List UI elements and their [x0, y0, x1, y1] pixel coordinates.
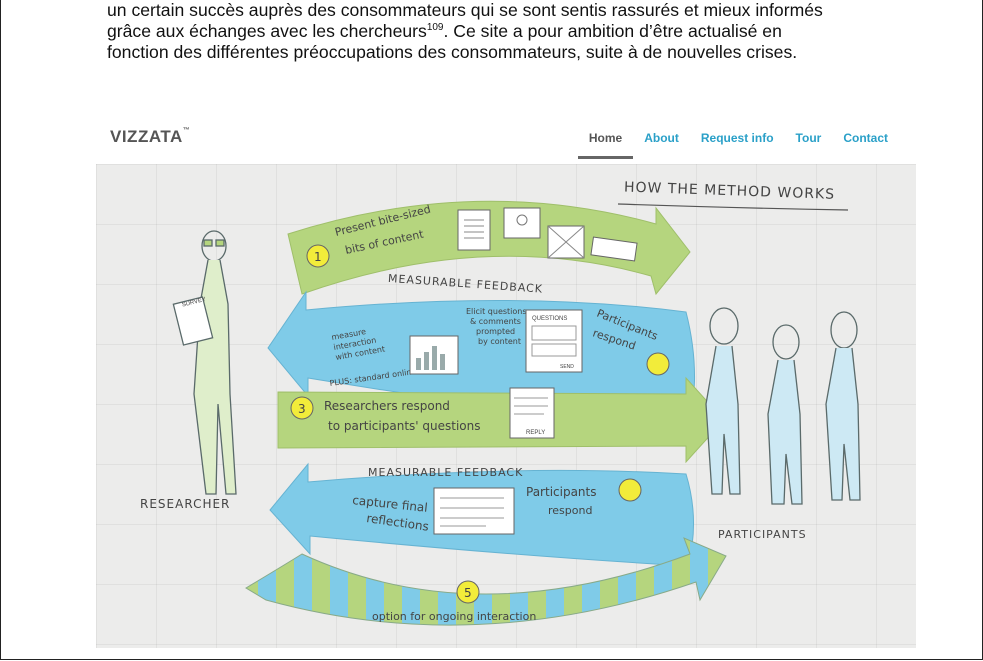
researcher-label: RESEARCHER [140, 497, 230, 511]
content-link-icon [590, 236, 638, 262]
embedded-website-screenshot: VIZZATA™ Home About Request info Tour Co… [96, 112, 916, 648]
step-3-badge [290, 396, 314, 420]
step-3-number: 3 [298, 402, 306, 416]
elicit-text-2: & comments [470, 317, 521, 326]
heading-underline [617, 203, 849, 211]
questions-card [525, 309, 583, 373]
logo-trademark: ™ [182, 127, 191, 134]
nav-contact[interactable]: Contact [843, 131, 888, 145]
logo-text: VIZZATA [110, 127, 183, 146]
questions-card-title: QUESTIONS [532, 316, 567, 322]
footnote-ref: 109 [426, 22, 444, 34]
elicit-text-1: Elicit questions [466, 307, 527, 316]
nav-tour[interactable]: Tour [795, 131, 822, 145]
reply-card-button: REPLY [526, 430, 545, 436]
nav-home[interactable]: Home [577, 131, 634, 159]
site-nav: Home About Request info Tour Contact [577, 131, 899, 159]
elicit-text-4: by content [478, 337, 521, 346]
step-2-badge [646, 352, 670, 376]
feedback-2-participants: Participants [526, 485, 597, 499]
paragraph-line-3: fonction des différentes préoccupations … [107, 42, 798, 62]
step-3-text-2: to participants' questions [328, 419, 480, 433]
step-5-number: 5 [464, 586, 472, 600]
questions-card-send: SEND [560, 364, 574, 370]
step-1-badge [306, 244, 330, 268]
paragraph-line-2: grâce aux échanges avec les chercheurs10… [107, 21, 979, 42]
elicit-text-3: prompted [476, 327, 515, 336]
participants-figures [705, 307, 861, 505]
nav-request-info[interactable]: Request info [700, 131, 774, 145]
method-diagram: HOW THE METHOD WORKS 1 Present bite-size… [140, 179, 861, 626]
step-5-text: option for ongoing interaction [372, 610, 536, 623]
content-doc-icon [457, 209, 491, 251]
nav-about[interactable]: About [644, 131, 679, 145]
reply-card [509, 387, 555, 439]
arrow-5-striped [245, 537, 727, 626]
researcher-figure [172, 230, 237, 495]
feedback-2-respond: respond [548, 504, 592, 517]
document-paragraph: un certain succès auprès des consommateu… [107, 0, 979, 63]
step-5-badge [456, 580, 480, 604]
step-1-number: 1 [314, 250, 322, 264]
survey-tag: SURVEY [181, 297, 206, 309]
method-illustration: HOW THE METHOD WORKS 1 Present bite-size… [96, 164, 916, 648]
reflection-form-card [433, 487, 515, 535]
feedback-2-title: MEASURABLE FEEDBACK [368, 466, 523, 479]
paragraph-line-2-start: grâce aux échanges avec les chercheurs [107, 21, 427, 41]
paragraph-line-1: un certain succès auprès des consommateu… [107, 0, 823, 20]
arrow-3-green [277, 376, 725, 464]
step-4-badge [618, 478, 642, 502]
site-logo[interactable]: VIZZATA™ [110, 127, 190, 147]
content-video-icon [503, 207, 541, 239]
participants-label: PARTICIPANTS [718, 528, 807, 541]
step-3-text-1: Researchers respond [324, 399, 450, 413]
diagram-heading: HOW THE METHOD WORKS [624, 179, 836, 202]
paragraph-line-2-end: . Ce site a pour ambition d’être actuali… [443, 21, 782, 41]
feedback-1-title: MEASURABLE FEEDBACK [388, 272, 544, 296]
